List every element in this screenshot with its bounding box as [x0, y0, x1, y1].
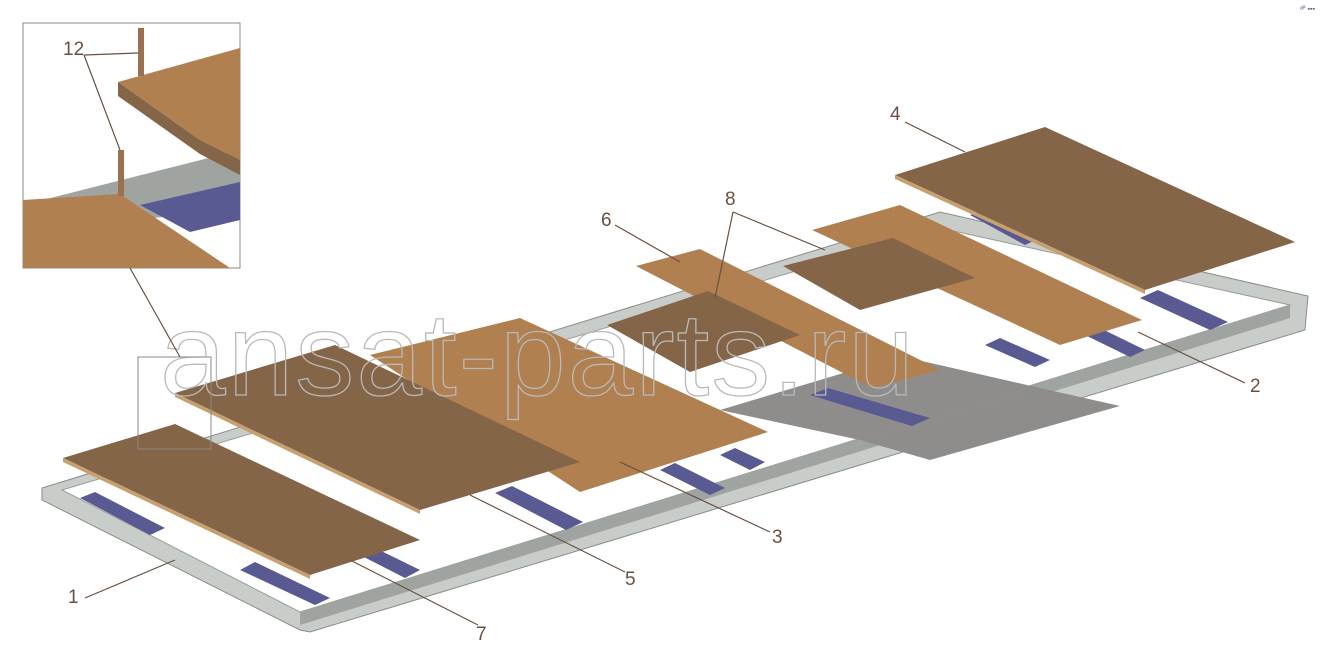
- panel-8b: [783, 238, 975, 310]
- callout-6: 6: [601, 210, 612, 231]
- callout-8: 8: [725, 189, 736, 210]
- callout-3: 3: [772, 527, 783, 548]
- panel-4: [895, 127, 1295, 294]
- detail-marker: [137, 356, 212, 450]
- callout-5: 5: [625, 569, 636, 590]
- callout-1: 1: [68, 587, 79, 608]
- panel-3: [370, 318, 768, 492]
- callout-2: 2: [1250, 376, 1261, 397]
- watermark: ansat-parts.ru: [160, 289, 916, 421]
- leader-lines: [84, 121, 1246, 626]
- corner-mark: ᵃᴾ ▪▪▪: [1300, 6, 1315, 13]
- panel-6: [636, 249, 940, 388]
- panel-8a: [607, 291, 800, 372]
- panel-7: [63, 424, 420, 579]
- callout-4: 4: [890, 104, 901, 125]
- callout-12: 12: [63, 39, 84, 60]
- callout-7: 7: [476, 624, 487, 645]
- detail-inset: 12: [22, 22, 241, 269]
- panel-5: [175, 345, 580, 514]
